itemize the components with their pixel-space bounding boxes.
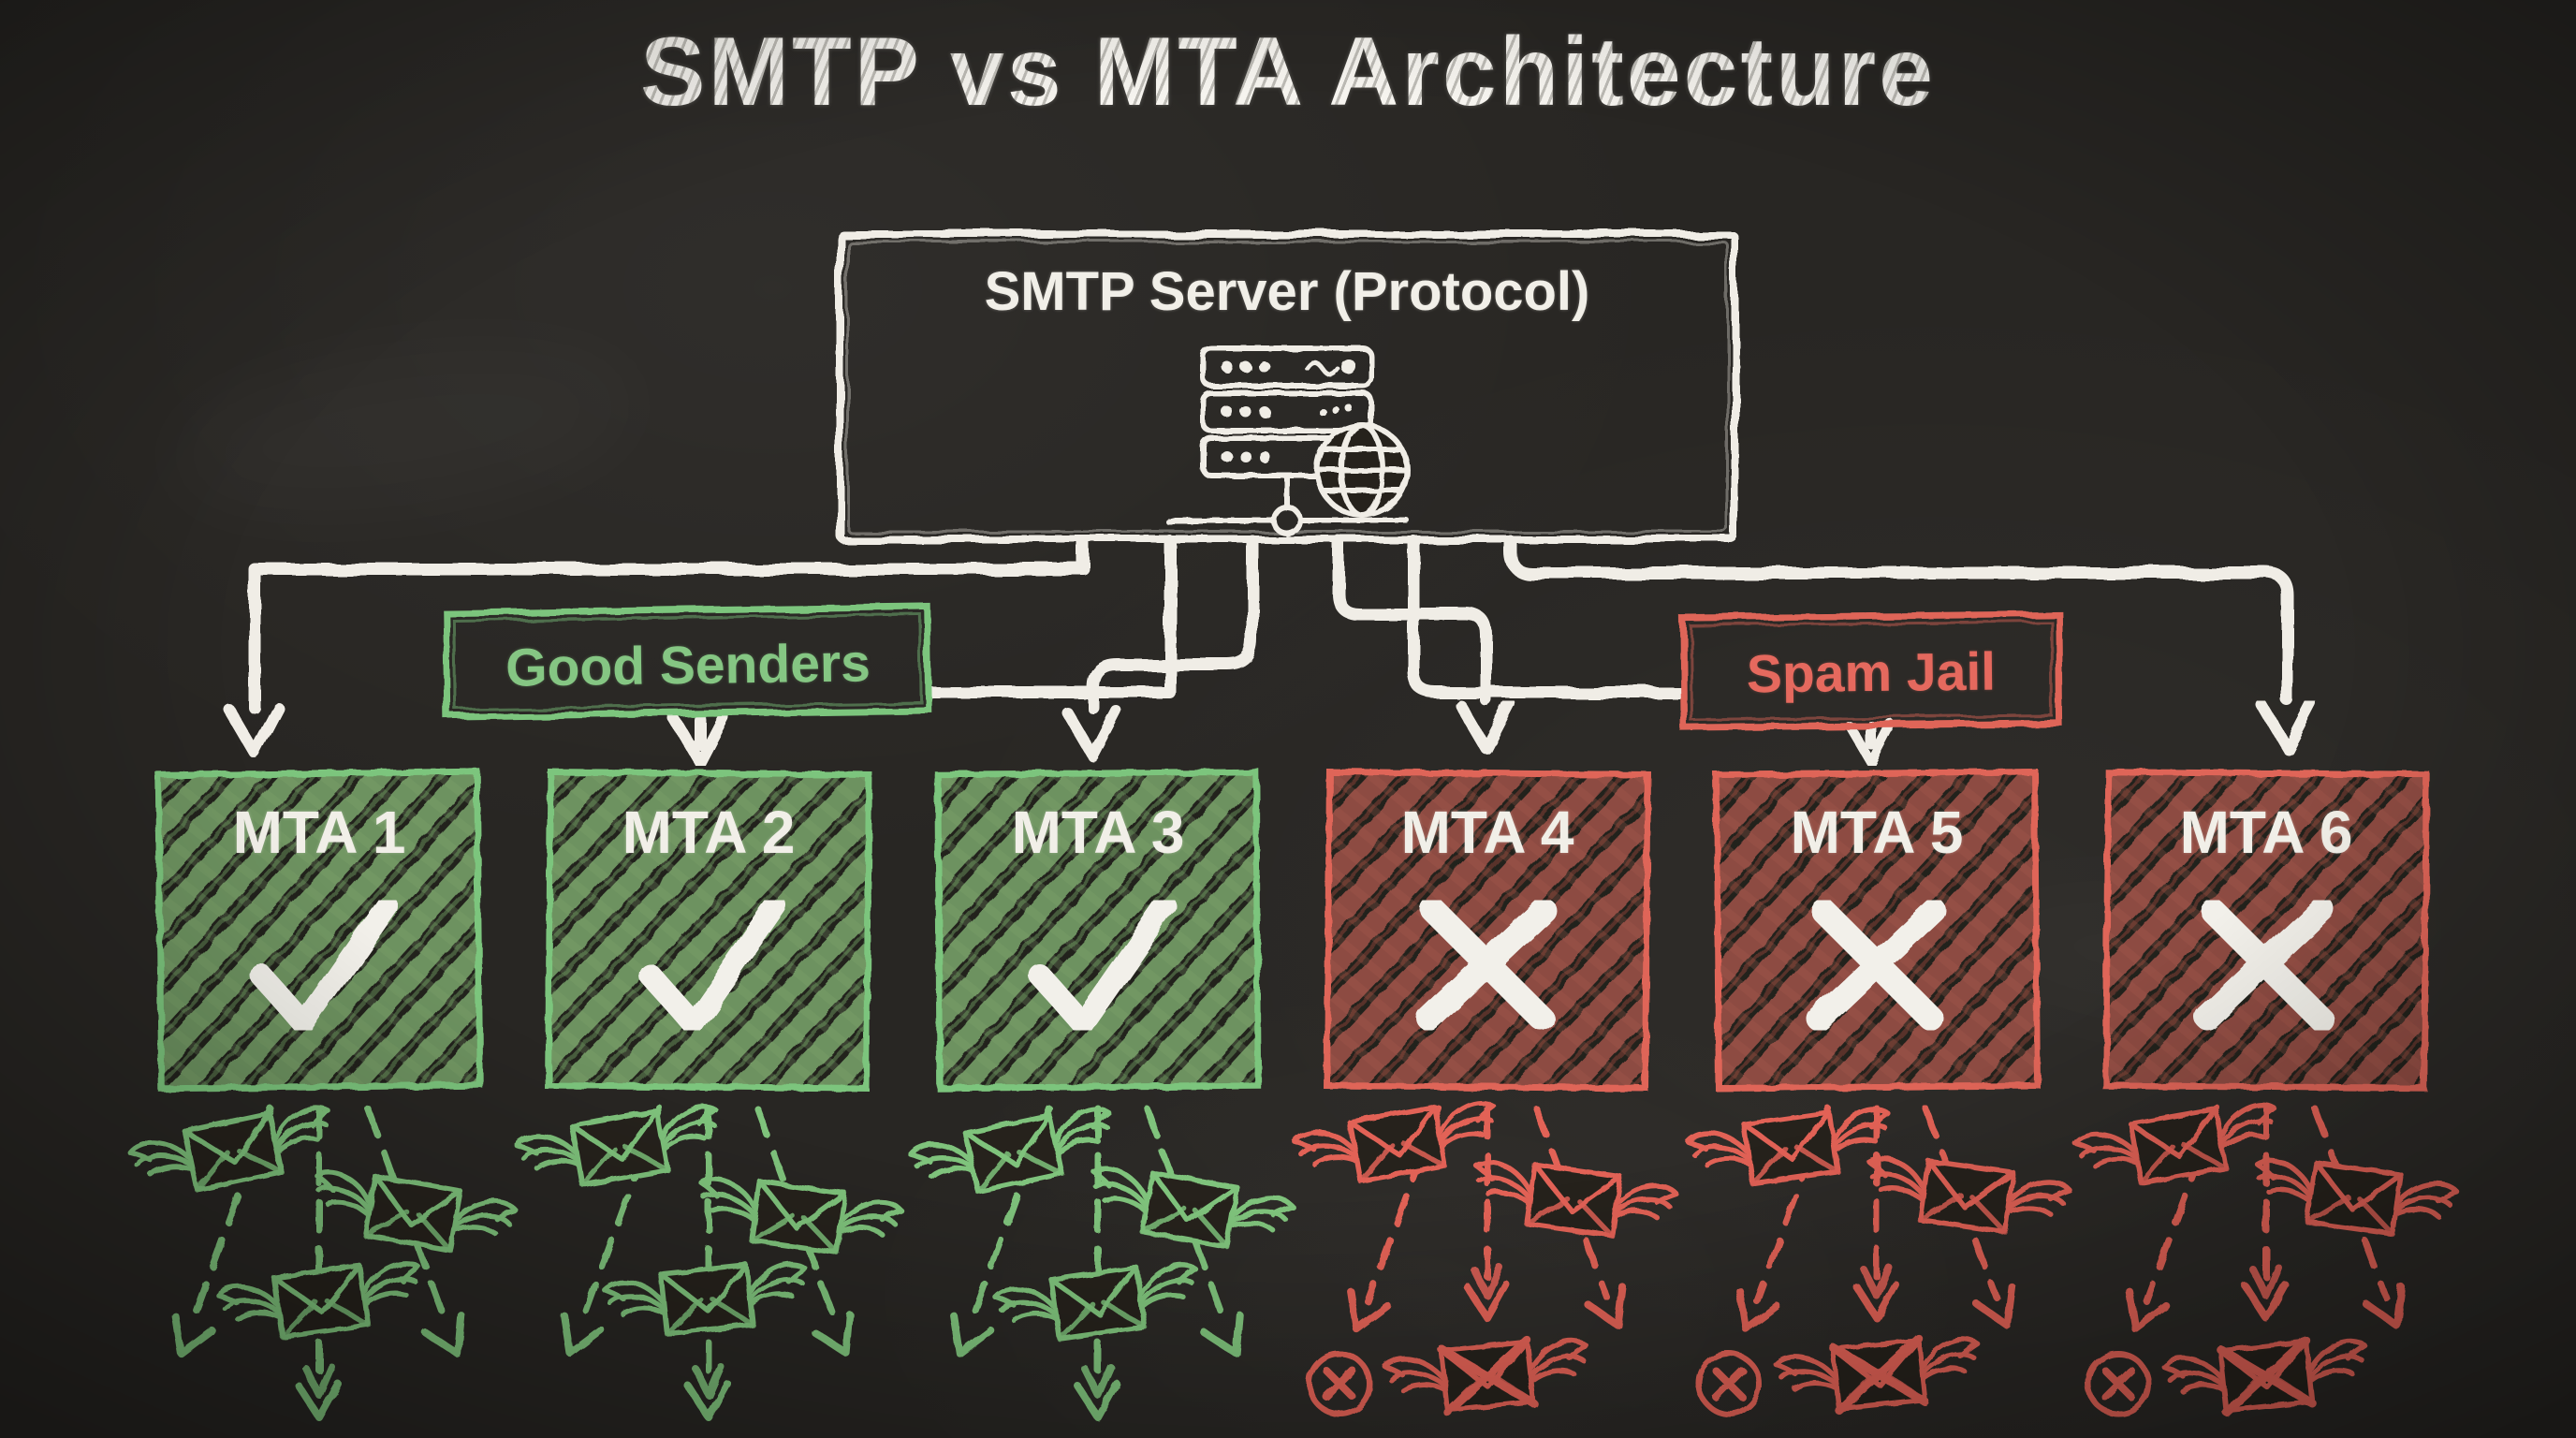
mta5-label: MTA 5	[1790, 799, 1964, 866]
mta1-box	[154, 768, 484, 1093]
mail-fan-good	[909, 1103, 1295, 1417]
mta6-box	[2102, 769, 2430, 1092]
cross-mark-icon	[2195, 897, 2335, 1032]
mta3-label: MTA 3	[1011, 799, 1185, 866]
mta5-box	[1713, 768, 2041, 1093]
smtp-server-label: SMTP Server (Protocol)	[984, 261, 1590, 322]
spam-mail-fans	[1293, 1097, 2458, 1418]
crossed-envelope-icon	[2162, 1334, 2370, 1418]
good-senders-banner	[443, 603, 933, 721]
mta6-label: MTA 6	[2179, 799, 2353, 866]
cross-mark-icon	[1806, 897, 1946, 1032]
mta2-box	[545, 768, 872, 1093]
mta-boxes	[154, 768, 2430, 1093]
winged-envelope-icon	[515, 1101, 724, 1196]
winged-envelope-icon	[2073, 1099, 2283, 1194]
mail-fan-spam	[1293, 1097, 1677, 1418]
server-rack-globe-icon	[1164, 345, 1410, 536]
arrow-down-icon	[1587, 1287, 1635, 1333]
diagram-title: SMTP vs MTA Architecture	[0, 17, 2576, 128]
connector-to-mta1	[248, 535, 1090, 714]
circled-x-icon	[2088, 1354, 2148, 1414]
winged-envelope-icon	[1470, 1156, 1678, 1243]
winged-envelope-icon	[603, 1259, 811, 1340]
arrow-down-icon	[1461, 704, 1510, 749]
crossed-envelope-icon	[1383, 1334, 1591, 1418]
mta4-box	[1324, 768, 1651, 1093]
connector-to-mta3	[1087, 535, 1259, 714]
arrow-down-icon	[2262, 704, 2311, 749]
check-mark-icon	[1029, 895, 1177, 1035]
connector-to-spam-jail	[1407, 535, 1686, 699]
winged-envelope-icon	[1293, 1097, 1502, 1192]
mta3-box	[934, 769, 1262, 1092]
arrow-down-icon	[162, 1314, 212, 1361]
winged-envelope-icon	[2250, 1154, 2459, 1241]
arrow-down-icon	[229, 708, 278, 753]
arrow-down-icon	[299, 1367, 338, 1417]
connector-to-mta6	[1504, 535, 2294, 707]
connector-lines	[248, 535, 2294, 750]
spam-jail-label: Spam Jail	[1746, 641, 1997, 705]
circled-x-icon	[1699, 1354, 1759, 1414]
mta1-label: MTA 1	[232, 799, 406, 866]
check-mark-icon	[250, 895, 398, 1035]
connector-to-good-senders	[926, 535, 1177, 699]
winged-envelope-icon	[909, 1103, 1120, 1204]
circled-x-icon	[1310, 1354, 1369, 1414]
crossed-envelope-icon	[1775, 1332, 1983, 1416]
arrow-down-icon	[425, 1315, 475, 1362]
winged-envelope-icon	[308, 1167, 518, 1261]
mta4-label: MTA 4	[1400, 799, 1574, 866]
mail-fan-spam	[2073, 1099, 2458, 1418]
mta2-label: MTA 2	[622, 799, 796, 866]
winged-envelope-icon	[994, 1259, 1203, 1346]
mail-fan-spam	[1687, 1104, 2071, 1416]
winged-envelope-icon	[1687, 1104, 1895, 1191]
winged-envelope-icon	[217, 1257, 426, 1344]
spam-jail-banner	[1678, 610, 2064, 731]
mail-fan-good	[128, 1101, 518, 1417]
arrow-down-icon	[1338, 1290, 1387, 1337]
good-senders-label: Good Senders	[505, 633, 871, 698]
winged-envelope-icon	[1863, 1152, 2071, 1240]
arrow-down-icon	[1068, 712, 1117, 756]
good-mail-fans	[128, 1101, 1295, 1417]
mail-fan-good	[515, 1101, 902, 1417]
cross-mark-icon	[1416, 897, 1557, 1032]
winged-envelope-icon	[1085, 1163, 1295, 1257]
check-mark-icon	[639, 895, 787, 1035]
winged-envelope-icon	[695, 1173, 903, 1260]
winged-envelope-icon	[128, 1101, 339, 1202]
